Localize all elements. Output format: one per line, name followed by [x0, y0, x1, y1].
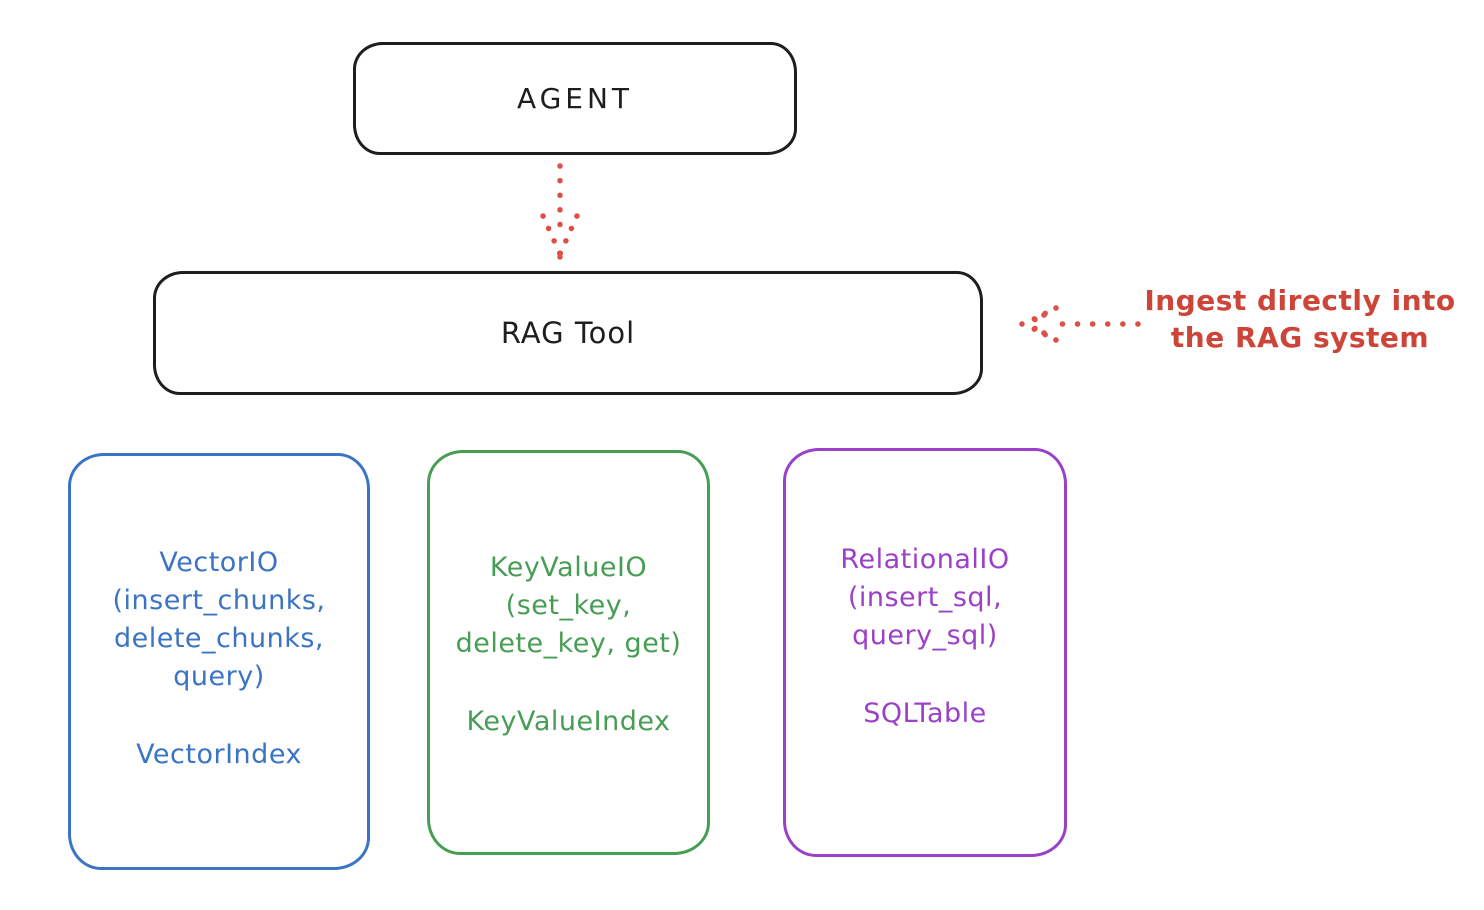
keyvalue-index-label: KeyValueIndex [466, 706, 671, 737]
keyvalue-io-params-line: (set_key, [505, 590, 632, 621]
relational-io-params-line: query_sql) [852, 620, 998, 651]
rag-tool-node: RAG Tool [153, 271, 983, 395]
sql-table-label: SQLTable [863, 698, 987, 729]
relational-io-title-line: RelationalIO [840, 544, 1010, 575]
keyvalue-io-params-line: delete_key, get) [455, 628, 682, 659]
agent-to-rag-arrow-icon [540, 163, 580, 260]
annotation-text: Ingest directly into the RAG system [1125, 282, 1475, 356]
vector-io-params-line: delete_chunks, [113, 623, 325, 654]
vector-io-box: VectorIO (insert_chunks, delete_chunks, … [68, 453, 370, 870]
relational-io-params-line: (insert_sql, [847, 582, 1003, 613]
relational-io-box: RelationalIO (insert_sql, query_sql) SQL… [783, 448, 1067, 857]
agent-node: AGENT [353, 42, 797, 155]
rag-tool-label: RAG Tool [500, 316, 636, 350]
annotation-line-1: Ingest directly into [1144, 284, 1456, 317]
keyvalue-io-title-line: KeyValueIO [489, 552, 648, 583]
agent-label: AGENT [516, 82, 634, 115]
keyvalue-io-box: KeyValueIO (set_key, delete_key, get) Ke… [427, 450, 710, 855]
annotation-line-2: the RAG system [1170, 321, 1430, 354]
vector-io-params-line: (insert_chunks, [112, 585, 326, 616]
vector-index-label: VectorIndex [136, 739, 302, 770]
vector-io-params-line: query) [173, 661, 265, 692]
annotation-arrow-icon [1019, 305, 1141, 343]
vector-io-title-line: VectorIO [159, 547, 279, 578]
